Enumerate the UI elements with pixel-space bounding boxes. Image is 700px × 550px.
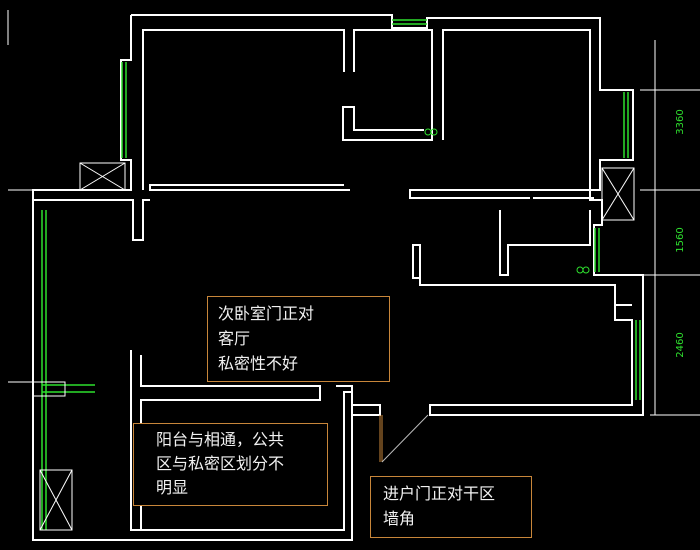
annotation-line: 次卧室门正对 <box>218 304 315 323</box>
dimension-label-3: 2460 <box>675 332 686 357</box>
door-swing <box>424 128 590 274</box>
dimension-label-2: 1560 <box>675 227 686 252</box>
wall-hall-upper <box>149 184 350 191</box>
wall-entry <box>336 385 381 416</box>
annotation-line: 进户门正对干区 <box>383 484 496 503</box>
dimension-lines <box>7 10 700 416</box>
annotation-bedroom-door: 次卧室门正对 客厅 私密性不好 <box>207 296 390 382</box>
annotation-line: 阳台与相通，公共 <box>156 430 285 449</box>
wall-bedroom-right <box>412 29 644 416</box>
wall-kitchen <box>499 210 591 276</box>
annotation-line: 区与私密区划分不 <box>156 454 285 473</box>
annotation-entrance: 进户门正对干区 墙角 <box>370 476 532 538</box>
ducts <box>32 162 635 531</box>
annotation-line: 客厅 <box>218 329 251 348</box>
wall-top-outer <box>131 14 634 199</box>
wall-bedroom-left <box>32 15 150 241</box>
dimension-label-1: 3360 <box>675 109 686 134</box>
wall-bedroom-left-inner <box>142 29 345 190</box>
annotation-line: 私密性不好 <box>218 354 299 373</box>
annotation-balcony: 阳台与相通，公共 区与私密区划分不 明显 <box>133 423 328 506</box>
wall-left-outer <box>32 200 72 541</box>
wall-entry-right <box>614 285 632 306</box>
wall-balcony <box>72 391 353 541</box>
annotation-line: 墙角 <box>383 509 416 528</box>
wall-living-lower <box>130 350 321 531</box>
annotation-line: 明显 <box>156 478 189 497</box>
windows <box>41 19 641 530</box>
wall-bath <box>342 29 433 141</box>
walls <box>32 14 644 541</box>
entrance-door <box>379 414 429 463</box>
